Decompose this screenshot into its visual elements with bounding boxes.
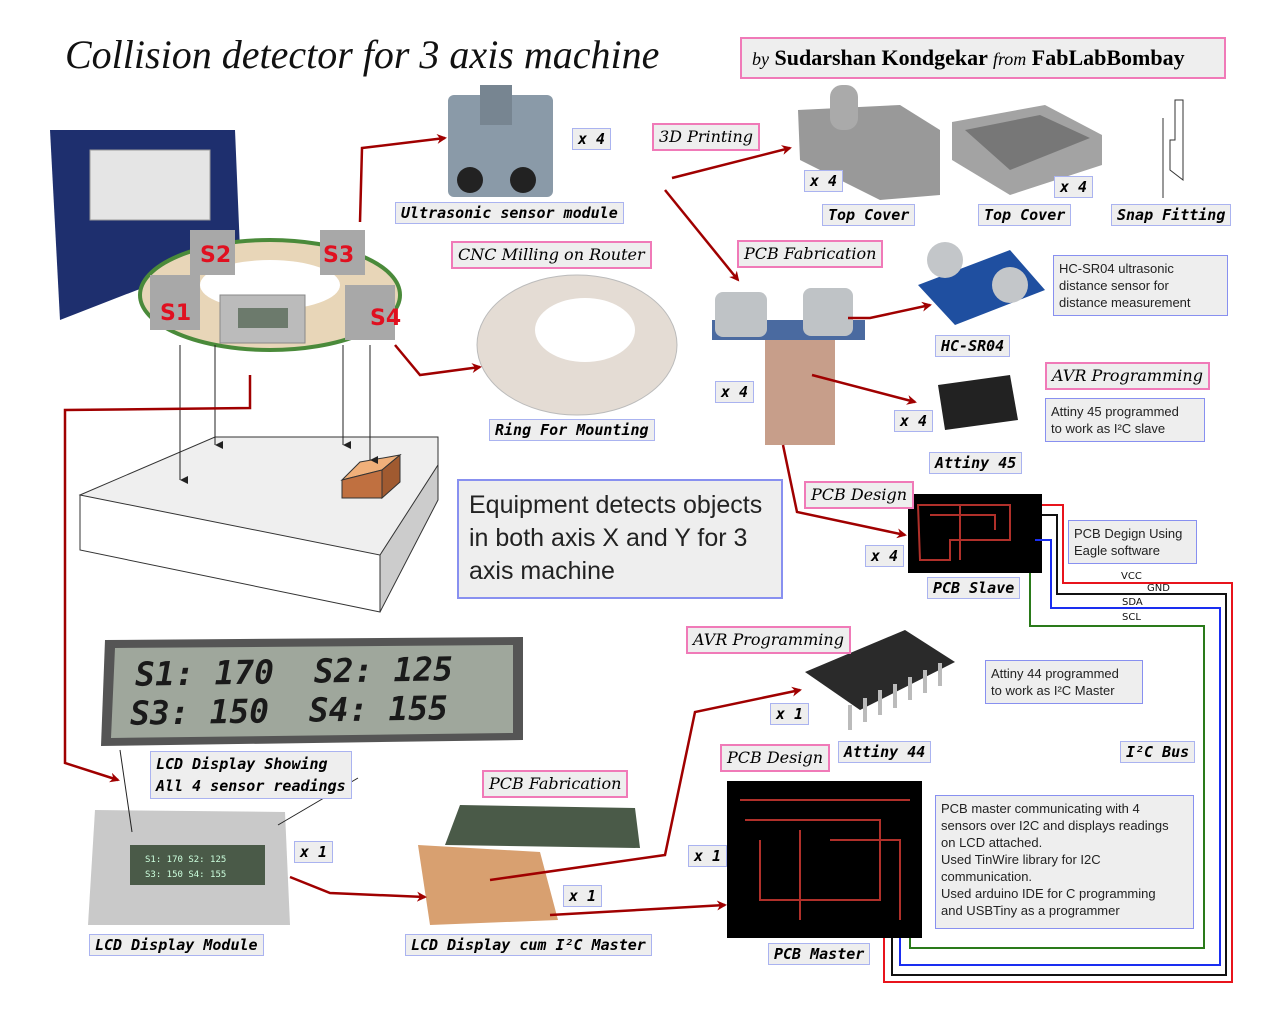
tag-avr-programming-2: AVR Programming xyxy=(686,626,851,654)
lcd-module-image: S1: 170 S2: 125 S3: 150 S4: 155 xyxy=(88,810,290,925)
label-ring: Ring For Mounting xyxy=(489,419,655,441)
wire-label-scl: SCL xyxy=(1122,612,1141,623)
from-text: from xyxy=(992,49,1027,69)
desc-line: PCB Degign Using xyxy=(1074,526,1183,541)
scl-wire xyxy=(909,573,1205,949)
desc-line: and USBTiny as a programmer xyxy=(941,903,1120,918)
ultrasonic-module-image xyxy=(448,85,553,197)
desc-line: distance sensor for xyxy=(1059,278,1169,293)
label-attiny45: Attiny 45 xyxy=(929,452,1023,474)
label-line: LCD Display Showing xyxy=(156,755,328,773)
author-name: Sudarshan Kondgekar xyxy=(774,45,988,70)
lcd-reading-line-2: S3: 150 S4: 155 xyxy=(129,688,449,733)
label-attiny44: Attiny 44 xyxy=(838,741,932,763)
pcb-slave-design-image xyxy=(908,494,1042,573)
desc-pcb-design: PCB Degign Using Eagle software xyxy=(1068,520,1197,564)
label-top-cover-1: Top Cover xyxy=(822,204,916,226)
wire-label-sda: SDA xyxy=(1122,597,1143,608)
desc-pcb-master: PCB master communicating with 4 sensors … xyxy=(935,795,1194,929)
lcd-module-line-1: S1: 170 S2: 125 xyxy=(145,855,226,865)
label-ultrasonic: Ultrasonic sensor module xyxy=(395,202,624,224)
desc-attiny45: Attiny 45 programmed to work as I²C slav… xyxy=(1045,398,1205,442)
desc-line: to work as I²C Master xyxy=(991,683,1115,698)
tag-pcb-fabrication-1: PCB Fabrication xyxy=(737,240,884,268)
ring-image xyxy=(476,274,678,416)
machine-bed-sketch xyxy=(78,345,439,613)
sda-wire xyxy=(899,539,1221,966)
desc-line: Eagle software xyxy=(1074,543,1160,558)
lcd-screen-image xyxy=(101,637,523,746)
count-pcb-fab: x 4 xyxy=(715,381,755,403)
desc-line: HC-SR04 ultrasonic xyxy=(1059,261,1174,276)
count-lcd-module: x 1 xyxy=(294,841,334,863)
label-i2c-bus: I²C Bus xyxy=(1120,741,1196,763)
tag-pcb-fabrication-2: PCB Fabrication xyxy=(482,770,629,798)
top-cover-image-2 xyxy=(952,105,1102,195)
count-lcd-master: x 1 xyxy=(563,885,603,907)
desc-line: to work as I²C slave xyxy=(1051,421,1166,436)
desc-hc-sr04: HC-SR04 ultrasonic distance sensor for d… xyxy=(1053,255,1228,316)
label-lcd-module: LCD Display Module xyxy=(89,934,264,956)
vcc-wire xyxy=(883,504,1233,983)
wire-label-gnd: GND xyxy=(1147,583,1170,594)
tag-pcb-design-2: PCB Design xyxy=(720,744,831,772)
label-lcd-cum-master: LCD Display cum I²C Master xyxy=(405,934,652,956)
i2c-bus-wires xyxy=(883,504,1233,983)
sensor-tag: S4 xyxy=(370,306,401,331)
hc-sr04-image xyxy=(918,242,1045,325)
label-pcb-slave: PCB Slave xyxy=(927,577,1021,599)
count-attiny45: x 4 xyxy=(894,410,934,432)
count-attiny44: x 1 xyxy=(770,703,810,725)
snap-fitting-sketch xyxy=(1162,99,1184,198)
desc-line: on LCD attached. xyxy=(941,835,1043,850)
tag-pcb-design-1: PCB Design xyxy=(804,481,915,509)
count-top-cover-2: x 4 xyxy=(1054,176,1094,198)
label-hc-sr04: HC-SR04 xyxy=(935,335,1011,357)
attiny44-image xyxy=(805,630,955,730)
process-arrows xyxy=(63,133,932,917)
count-ultrasonic: x 4 xyxy=(572,128,612,150)
attiny45-image xyxy=(938,375,1018,430)
desc-line: Used TinWire library for I2C xyxy=(941,852,1101,867)
count-top-cover-1: x 4 xyxy=(804,170,844,192)
sensor-tag: S1 xyxy=(160,301,191,326)
sensor-tag: S3 xyxy=(323,243,354,268)
pcb-fabrication-image xyxy=(712,288,865,445)
label-snap-fitting: Snap Fitting xyxy=(1111,204,1232,226)
tag-avr-programming-1: AVR Programming xyxy=(1045,362,1210,390)
tag-3d-printing: 3D Printing xyxy=(652,123,761,151)
org-name: FabLabBombay xyxy=(1031,45,1185,70)
desc-line: communication. xyxy=(941,869,1033,884)
author-byline: by Sudarshan Kondgekar from FabLabBombay xyxy=(740,37,1226,79)
lcd-module-line-2: S3: 150 S4: 155 xyxy=(145,870,226,880)
desc-line: Attiny 44 programmed xyxy=(991,666,1119,681)
tag-cnc-milling: CNC Milling on Router xyxy=(451,241,652,269)
label-line: All 4 sensor readings xyxy=(156,777,346,795)
summary-box: Equipment detects objects in both axis X… xyxy=(457,479,783,599)
by-text: by xyxy=(752,49,769,69)
wire-label-vcc: VCC xyxy=(1121,571,1142,582)
desc-line: distance measurement xyxy=(1059,295,1191,310)
label-top-cover-2: Top Cover xyxy=(978,204,1072,226)
gnd-wire xyxy=(891,514,1227,976)
label-pcb-master: PCB Master xyxy=(768,943,871,965)
pcb-master-design-image xyxy=(727,781,922,938)
count-pcb-master: x 1 xyxy=(688,845,728,867)
desc-line: Used arduino IDE for C programming xyxy=(941,886,1156,901)
page-title: Collision detector for 3 axis machine xyxy=(65,32,660,77)
machine-image: S1 S2 S3 S4 xyxy=(50,130,402,352)
desc-line: sensors over I2C and displays readings xyxy=(941,818,1169,833)
desc-attiny44: Attiny 44 programmed to work as I²C Mast… xyxy=(985,660,1143,704)
desc-line: PCB master communicating with 4 xyxy=(941,801,1140,816)
desc-line: Attiny 45 programmed xyxy=(1051,404,1179,419)
count-pcb-slave: x 4 xyxy=(865,545,905,567)
sensor-tag: S2 xyxy=(200,243,231,268)
lcd-reading-line-1: S1: 170 S2: 125 xyxy=(134,649,454,694)
lcd-cum-master-image xyxy=(418,805,640,925)
